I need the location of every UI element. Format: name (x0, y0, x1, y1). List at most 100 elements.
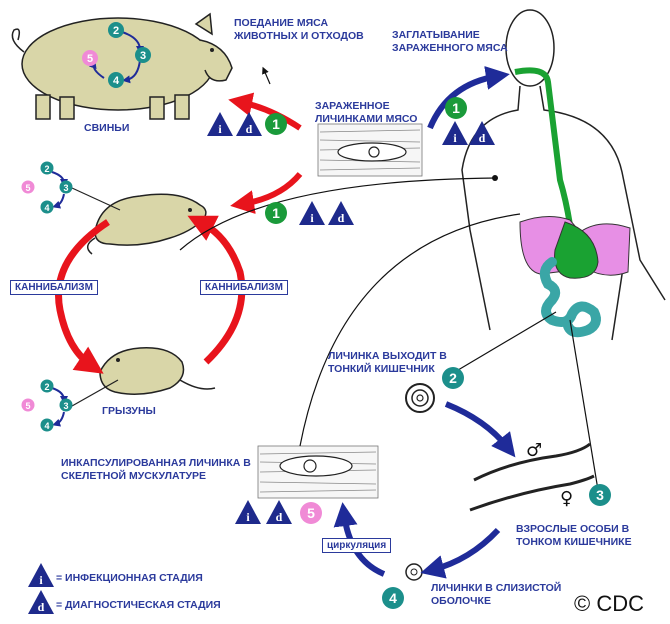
label-encapsulated: ИНКАПСУЛИРОВАННАЯ ЛИЧИНКА В СКЕЛЕТНОЙ МУ… (61, 457, 251, 482)
arrow-meat-to-pig (228, 92, 302, 131)
arrow-cannibalism-right (187, 215, 246, 365)
svg-text:5: 5 (87, 53, 93, 65)
label-infected-meat: ЗАРАЖЕННОЕ ЛИЧИНКАМИ МЯСО (315, 100, 418, 125)
rat-cycle-bottom (51, 379, 119, 427)
svg-text:i: i (310, 211, 314, 225)
rat-bottom-illustration (99, 347, 216, 395)
svg-text:i: i (218, 122, 222, 136)
diagnostic-badge-human: d (469, 121, 495, 145)
svg-text:d: d (246, 122, 253, 136)
infective-badge-pig: i (207, 112, 233, 136)
rat-top-stage-2: 2 (40, 161, 54, 175)
stage-1-pig: 1 (265, 113, 287, 135)
stage-4-human: 4 (382, 587, 404, 609)
label-cannibalism-right: КАННИБАЛИЗМ (200, 280, 288, 295)
label-pig-eating: ПОЕДАНИЕ МЯСА ЖИВОТНЫХ И ОТХОДОВ (234, 17, 364, 42)
diagnostic-badge-pig: d (236, 112, 262, 136)
svg-text:5: 5 (307, 505, 315, 521)
svg-text:i: i (453, 131, 457, 145)
infective-badge-rat: i (299, 201, 325, 225)
stage-1-human: 1 (445, 97, 467, 119)
svg-text:2: 2 (113, 25, 119, 37)
svg-text:3: 3 (63, 401, 68, 411)
rat-top-stage-3: 3 (59, 180, 73, 194)
pointer-stage3 (569, 319, 599, 491)
label-circulation: циркуляция (322, 538, 392, 553)
svg-text:i: i (246, 510, 250, 524)
label-adults: ВЗРОСЛЫЕ ОСОБИ В ТОНКОМ КИШЕЧНИКЕ (516, 523, 632, 548)
arrow-meat-to-rat (230, 172, 303, 214)
larva-mucosa-illustration (405, 563, 423, 581)
svg-text:4: 4 (389, 590, 397, 606)
diagnostic-badge-rat: d (328, 201, 354, 225)
label-cannibalism-left: КАННИБАЛИЗМ (10, 280, 98, 295)
label-larvae-mucosa: ЛИЧИНКИ В СЛИЗИСТОЙ ОБОЛОЧКЕ (431, 582, 562, 607)
label-swallowing: ЗАГЛАТЫВАНИЕ ЗАРАЖЕННОГО МЯСА (392, 29, 508, 54)
arrow-stage2-to-3 (444, 401, 516, 458)
pointer-muscle-to-body (299, 213, 521, 447)
stage-3-human: 3 (589, 484, 611, 506)
rat-bottom-stage-3: 3 (59, 398, 73, 412)
esophagus (514, 67, 573, 226)
svg-text:2: 2 (449, 370, 457, 386)
infective-badge-muscle: i (235, 500, 261, 524)
adult-worms-illustration (469, 442, 595, 512)
label-larva-exits: ЛИЧИНКА ВЫХОДИТ В ТОНКИЙ КИШЕЧНИК (328, 350, 447, 375)
label-pigs: СВИНЬИ (84, 122, 130, 134)
svg-text:1: 1 (272, 116, 280, 132)
rat-bottom-stage-4: 4 (40, 418, 54, 432)
svg-text:d: d (38, 600, 45, 614)
svg-text:3: 3 (140, 50, 146, 62)
arrow-cannibalism-left (55, 219, 110, 374)
legend-infective-icon: i (28, 563, 54, 587)
body-point-dot (492, 175, 498, 181)
legend-diagnostic-text: = ДИАГНОСТИЧЕСКАЯ СТАДИЯ (56, 599, 221, 611)
pig-stage-4: 4 (108, 72, 124, 88)
pig-stage-5: 5 (82, 50, 98, 66)
svg-text:3: 3 (596, 487, 604, 503)
svg-text:3: 3 (63, 183, 68, 193)
svg-text:2: 2 (44, 164, 49, 174)
svg-text:5: 5 (25, 401, 30, 411)
stage-2-human: 2 (442, 367, 464, 389)
legend-diagnostic-icon: d (28, 590, 54, 614)
larva-coil-illustration (405, 383, 435, 413)
pig-stage-2: 2 (108, 22, 124, 38)
svg-text:4: 4 (44, 203, 49, 213)
svg-text:d: d (276, 510, 283, 524)
arrow-pig-eating-pointer (262, 66, 271, 85)
infected-meat-illustration (317, 123, 423, 177)
intestine (539, 257, 601, 338)
stage-5-human: 5 (300, 502, 322, 524)
svg-text:d: d (479, 131, 486, 145)
svg-text:4: 4 (44, 421, 49, 431)
rat-top-stage-5: 5 (21, 180, 35, 194)
rat-bottom-stage-2: 2 (40, 379, 54, 393)
arrow-swallowing (427, 66, 510, 130)
label-rodents: ГРЫЗУНЫ (102, 405, 156, 417)
pig-stage-3: 3 (135, 47, 151, 63)
rat-top-stage-4: 4 (40, 200, 54, 214)
pointer-meat-to-body (179, 177, 497, 251)
stage-1-rat: 1 (265, 202, 287, 224)
pig-illustration (11, 12, 233, 120)
stomach (554, 221, 599, 279)
legend-infective-text: = ИНФЕКЦИОННАЯ СТАДИЯ (56, 572, 203, 584)
svg-text:2: 2 (44, 382, 49, 392)
svg-text:1: 1 (452, 100, 460, 116)
svg-text:i: i (39, 573, 43, 587)
female-symbol: ♀ (560, 488, 573, 509)
muscle-larva-illustration (257, 445, 379, 499)
svg-text:4: 4 (113, 75, 120, 87)
rat-bottom-stage-5: 5 (21, 398, 35, 412)
human-silhouette (461, 9, 666, 341)
arrow-stage3-to-4 (420, 527, 501, 579)
male-symbol: ♂ (526, 440, 542, 461)
infective-badge-human: i (442, 121, 468, 145)
pointer-stage2 (447, 311, 557, 377)
diagnostic-badge-muscle: d (266, 500, 292, 524)
svg-text:1: 1 (272, 205, 280, 221)
svg-text:5: 5 (25, 183, 30, 193)
svg-text:d: d (338, 211, 345, 225)
